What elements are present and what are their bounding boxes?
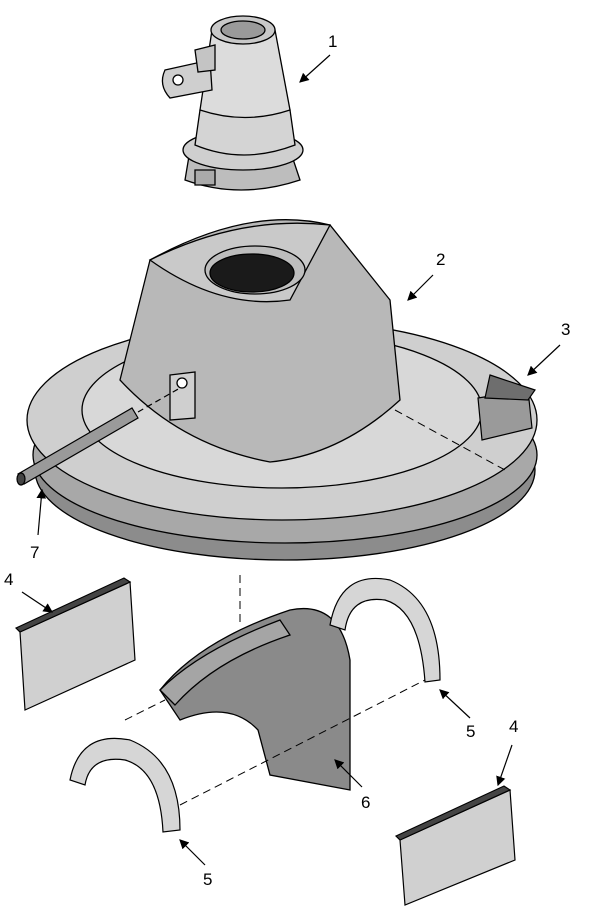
- callout-1: 1: [328, 32, 338, 51]
- pad-part-4-bottom: [394, 785, 516, 906]
- cleaner-body-part-2: [26, 219, 538, 561]
- hose-adapter-part-1: [161, 15, 304, 191]
- ring-part-5-bottom: [69, 737, 181, 833]
- leader-arrows: [21, 54, 561, 866]
- callout-6: 6: [361, 793, 371, 812]
- axle-pin-part-7: [16, 387, 181, 486]
- ring-part-5-right: [329, 578, 441, 683]
- brush-holder-part-6: [159, 608, 351, 791]
- callout-2: 2: [436, 250, 446, 269]
- callout-5-bottom: 5: [203, 870, 213, 889]
- callout-7: 7: [30, 543, 40, 562]
- callout-3: 3: [561, 320, 571, 339]
- pad-part-4-top: [14, 577, 136, 711]
- clip-part-3: [477, 374, 536, 441]
- callout-5-right: 5: [466, 722, 476, 741]
- callout-4-bottom: 4: [509, 717, 519, 736]
- callout-4-top: 4: [4, 570, 14, 589]
- guide-lines: [124, 409, 506, 806]
